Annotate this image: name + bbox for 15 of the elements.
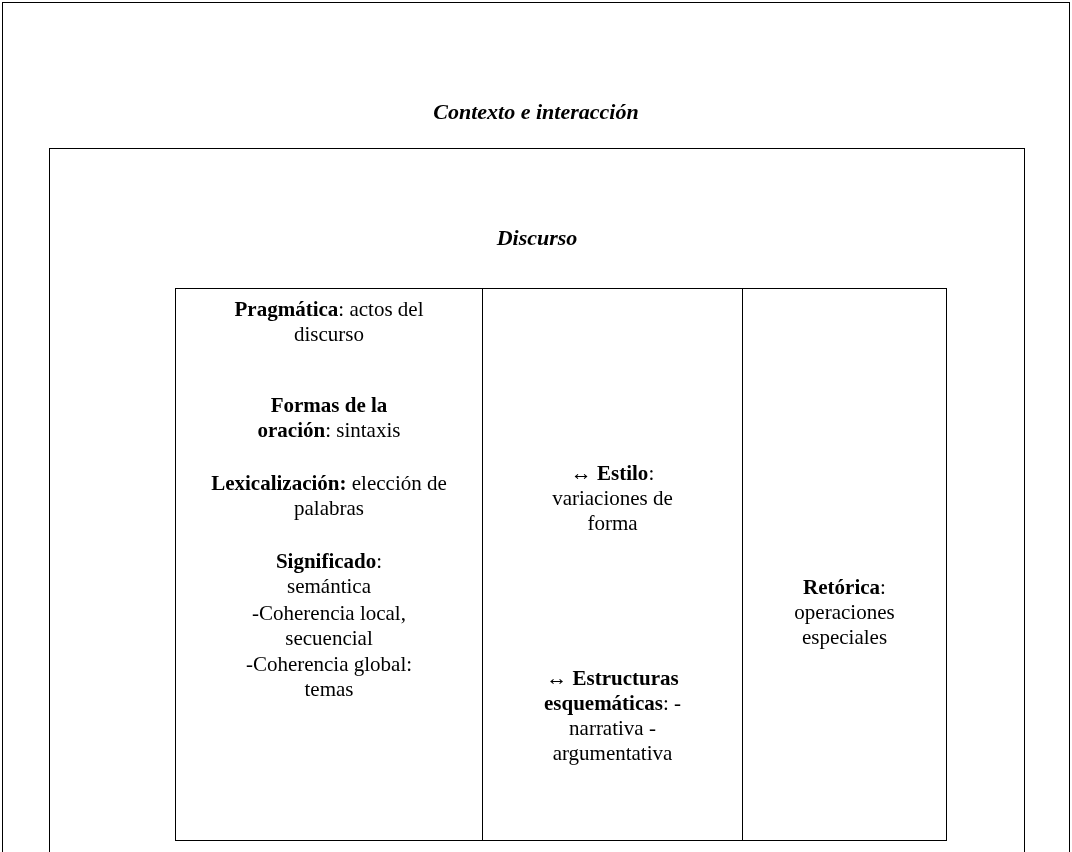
cell-text: -Coherencia local, secuencial bbox=[251, 601, 407, 651]
cell-text: Pragmática: actos del discurso bbox=[233, 297, 425, 347]
inner-frame bbox=[49, 148, 1025, 852]
cell-text: Retórica: operaciones especiales bbox=[793, 575, 896, 650]
column-cell bbox=[482, 288, 743, 841]
cell-text: -Coherencia global: temas bbox=[244, 652, 414, 702]
cell-text: Lexicalización: elección de palabras bbox=[210, 471, 448, 521]
cell-text: ↔ Estilo: variaciones de forma bbox=[551, 461, 674, 536]
column-cell bbox=[175, 288, 483, 841]
column-cell bbox=[742, 288, 947, 841]
frame-title: Discurso bbox=[495, 225, 579, 251]
cell-text: Formas de la oración: sintaxis bbox=[256, 393, 402, 443]
cell-text: ↔ Estructuras esquemáticas: - narrativa - argumentativa bbox=[542, 666, 683, 766]
cell-text: Significado: semántica bbox=[274, 549, 384, 599]
frame-title: Contexto e interacción bbox=[432, 99, 640, 125]
